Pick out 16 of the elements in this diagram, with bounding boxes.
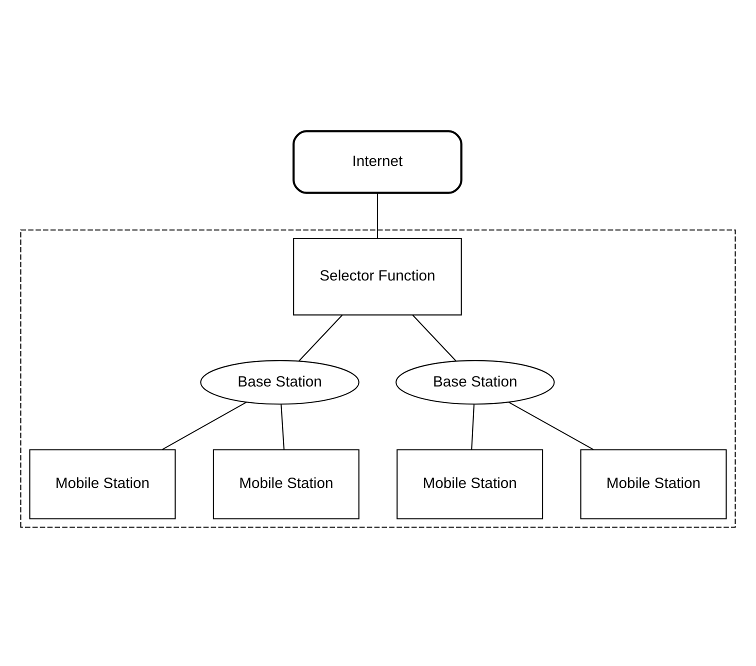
connector — [508, 401, 594, 450]
cluster — [20, 228, 736, 528]
connector — [298, 314, 343, 361]
connector — [412, 314, 456, 361]
node-box: Internet — [292, 130, 462, 194]
node-box: Mobile Station — [212, 448, 360, 519]
node-ellipse: Base Station — [200, 360, 360, 404]
connector — [471, 404, 475, 450]
node-box: Selector Function — [293, 237, 462, 315]
connector — [162, 401, 247, 450]
connector — [376, 192, 378, 238]
node-ellipse: Base Station — [396, 360, 555, 404]
connector — [280, 404, 285, 450]
node-box: Mobile Station — [580, 448, 727, 519]
node-box: Mobile Station — [396, 448, 544, 519]
node-box: Mobile Station — [29, 448, 176, 519]
